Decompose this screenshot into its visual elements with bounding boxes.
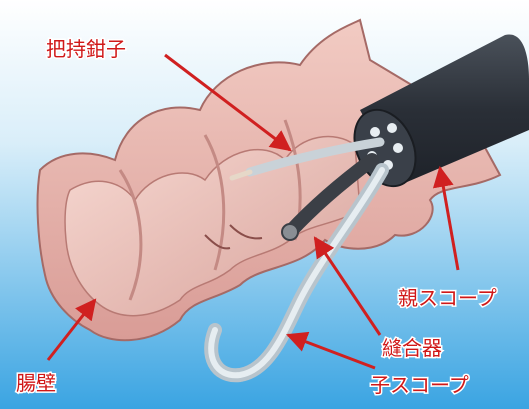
label-intestinal-wall: 腸壁 — [16, 371, 56, 395]
label-suture-device: 縫合器 — [382, 336, 442, 360]
label-parent-scope: 親スコープ — [398, 286, 497, 310]
label-child-scope: 子スコープ — [370, 373, 469, 397]
label-forceps: 把持鉗子 — [46, 37, 126, 61]
